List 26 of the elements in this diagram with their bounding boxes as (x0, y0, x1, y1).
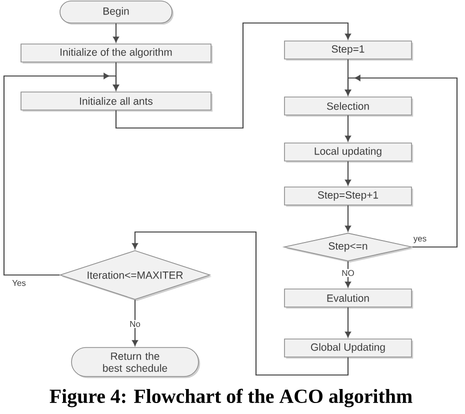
terminal-box: Begin (60, 0, 174, 25)
arrow (113, 23, 119, 42)
process-box: Selection (284, 96, 414, 117)
process-box: Step=1 (284, 40, 414, 61)
edge-label: NO (340, 269, 356, 277)
edge-label: Yes (11, 279, 27, 287)
arrow (132, 231, 349, 376)
arrow (345, 161, 351, 186)
process-box: Step=Step+1 (284, 186, 414, 207)
arrow (3, 73, 119, 276)
process-box: Initialize all ants (20, 92, 213, 112)
edge-label: yes (412, 236, 428, 244)
arrow (345, 75, 458, 248)
arrow (132, 300, 138, 346)
arrow (345, 307, 351, 338)
process-box: Evalution (284, 288, 414, 309)
arrow (345, 261, 351, 288)
terminal-box: Return the best schedule (71, 347, 200, 378)
arrow (345, 205, 351, 232)
edge-label: No (128, 320, 142, 328)
process-box: Global Updating (284, 338, 414, 359)
arrow (345, 115, 351, 142)
process-box: Local updating (284, 142, 414, 163)
process-box: Initialize of the algorithm (20, 44, 213, 64)
arrow (115, 22, 351, 129)
caption: Figure 4: Flowchart of the ACO algorithm (50, 388, 412, 408)
